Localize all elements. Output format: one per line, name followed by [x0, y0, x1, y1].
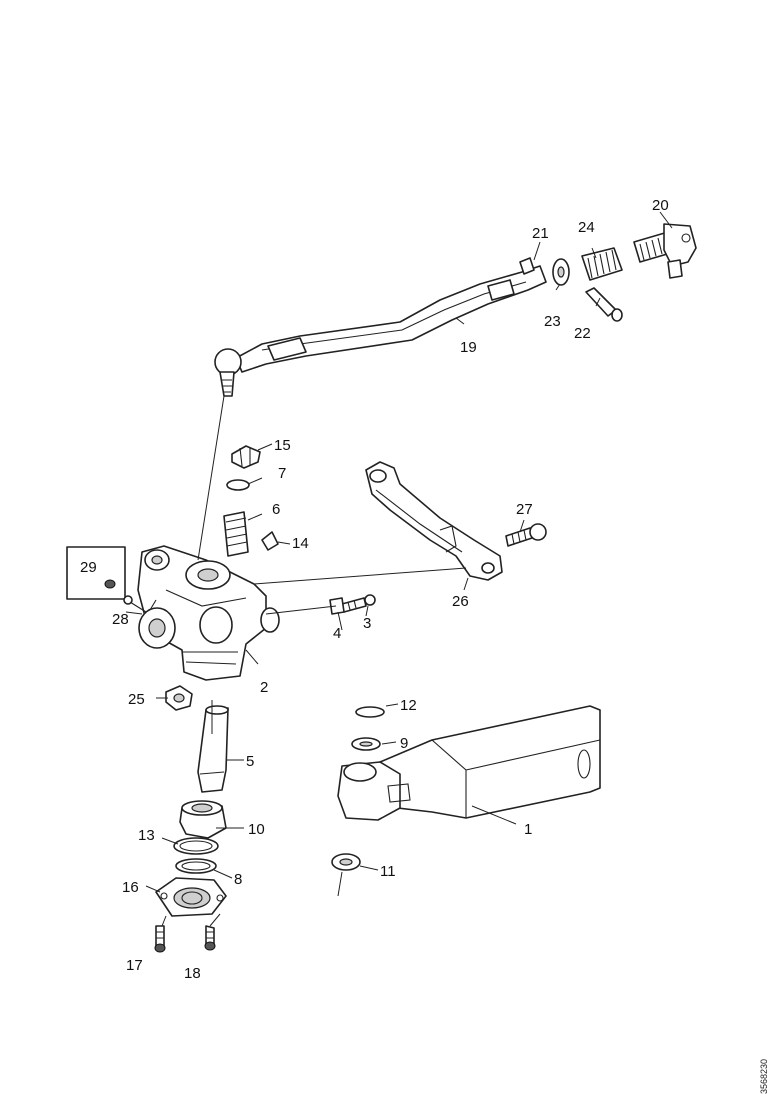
front-axle-beam	[331, 705, 601, 871]
callout-10: 10	[248, 821, 265, 838]
callout-28: 28	[112, 611, 129, 628]
part-29-box	[66, 546, 126, 600]
steering-knuckle	[137, 545, 280, 681]
callout-22: 22	[574, 325, 591, 342]
callout-1: 1	[524, 821, 532, 838]
callout-18: 18	[184, 965, 201, 982]
bolt-3-nut-4	[329, 594, 376, 615]
steering-arm	[365, 461, 503, 581]
part-28-bolt	[129, 601, 147, 613]
callout-13: 13	[138, 827, 155, 844]
callout-12: 12	[400, 697, 417, 714]
part-28-head	[123, 595, 133, 605]
callout-14: 14	[292, 535, 309, 552]
callout-27: 27	[516, 501, 533, 518]
callout-16: 16	[122, 879, 139, 896]
callout-26: 26	[452, 593, 469, 610]
clamp-parts	[552, 223, 697, 322]
drag-link-rod	[214, 257, 547, 397]
callout-17: 17	[126, 957, 143, 974]
lower-bearing-stack	[155, 800, 227, 917]
callout-20: 20	[652, 197, 669, 214]
callout-7: 7	[278, 465, 286, 482]
callout-24: 24	[578, 219, 595, 236]
callout-11: 11	[380, 863, 396, 880]
callouts: 1 2 3 4 5 6 7 8 9 10 11 12 13 14 15 16 1…	[80, 197, 669, 982]
callout-19: 19	[460, 339, 477, 356]
bolt-27	[505, 523, 547, 547]
callout-29: 29	[80, 559, 97, 576]
callout-25: 25	[128, 691, 145, 708]
callout-4: 4	[333, 625, 341, 642]
drawing-number: 3568230	[759, 1059, 769, 1094]
kingpin-upper-parts	[223, 445, 279, 557]
callout-2: 2	[260, 679, 268, 696]
callout-9: 9	[400, 735, 408, 752]
bolts-17-18	[154, 925, 216, 953]
callout-6: 6	[272, 501, 280, 518]
callout-15: 15	[274, 437, 291, 454]
callout-23: 23	[544, 313, 561, 330]
callout-3: 3	[363, 615, 371, 632]
leader-lines	[125, 211, 673, 927]
kingpin	[197, 705, 229, 793]
callout-21: 21	[532, 225, 549, 242]
nut-25	[165, 685, 193, 711]
callout-5: 5	[246, 753, 254, 770]
callout-8: 8	[234, 871, 242, 888]
